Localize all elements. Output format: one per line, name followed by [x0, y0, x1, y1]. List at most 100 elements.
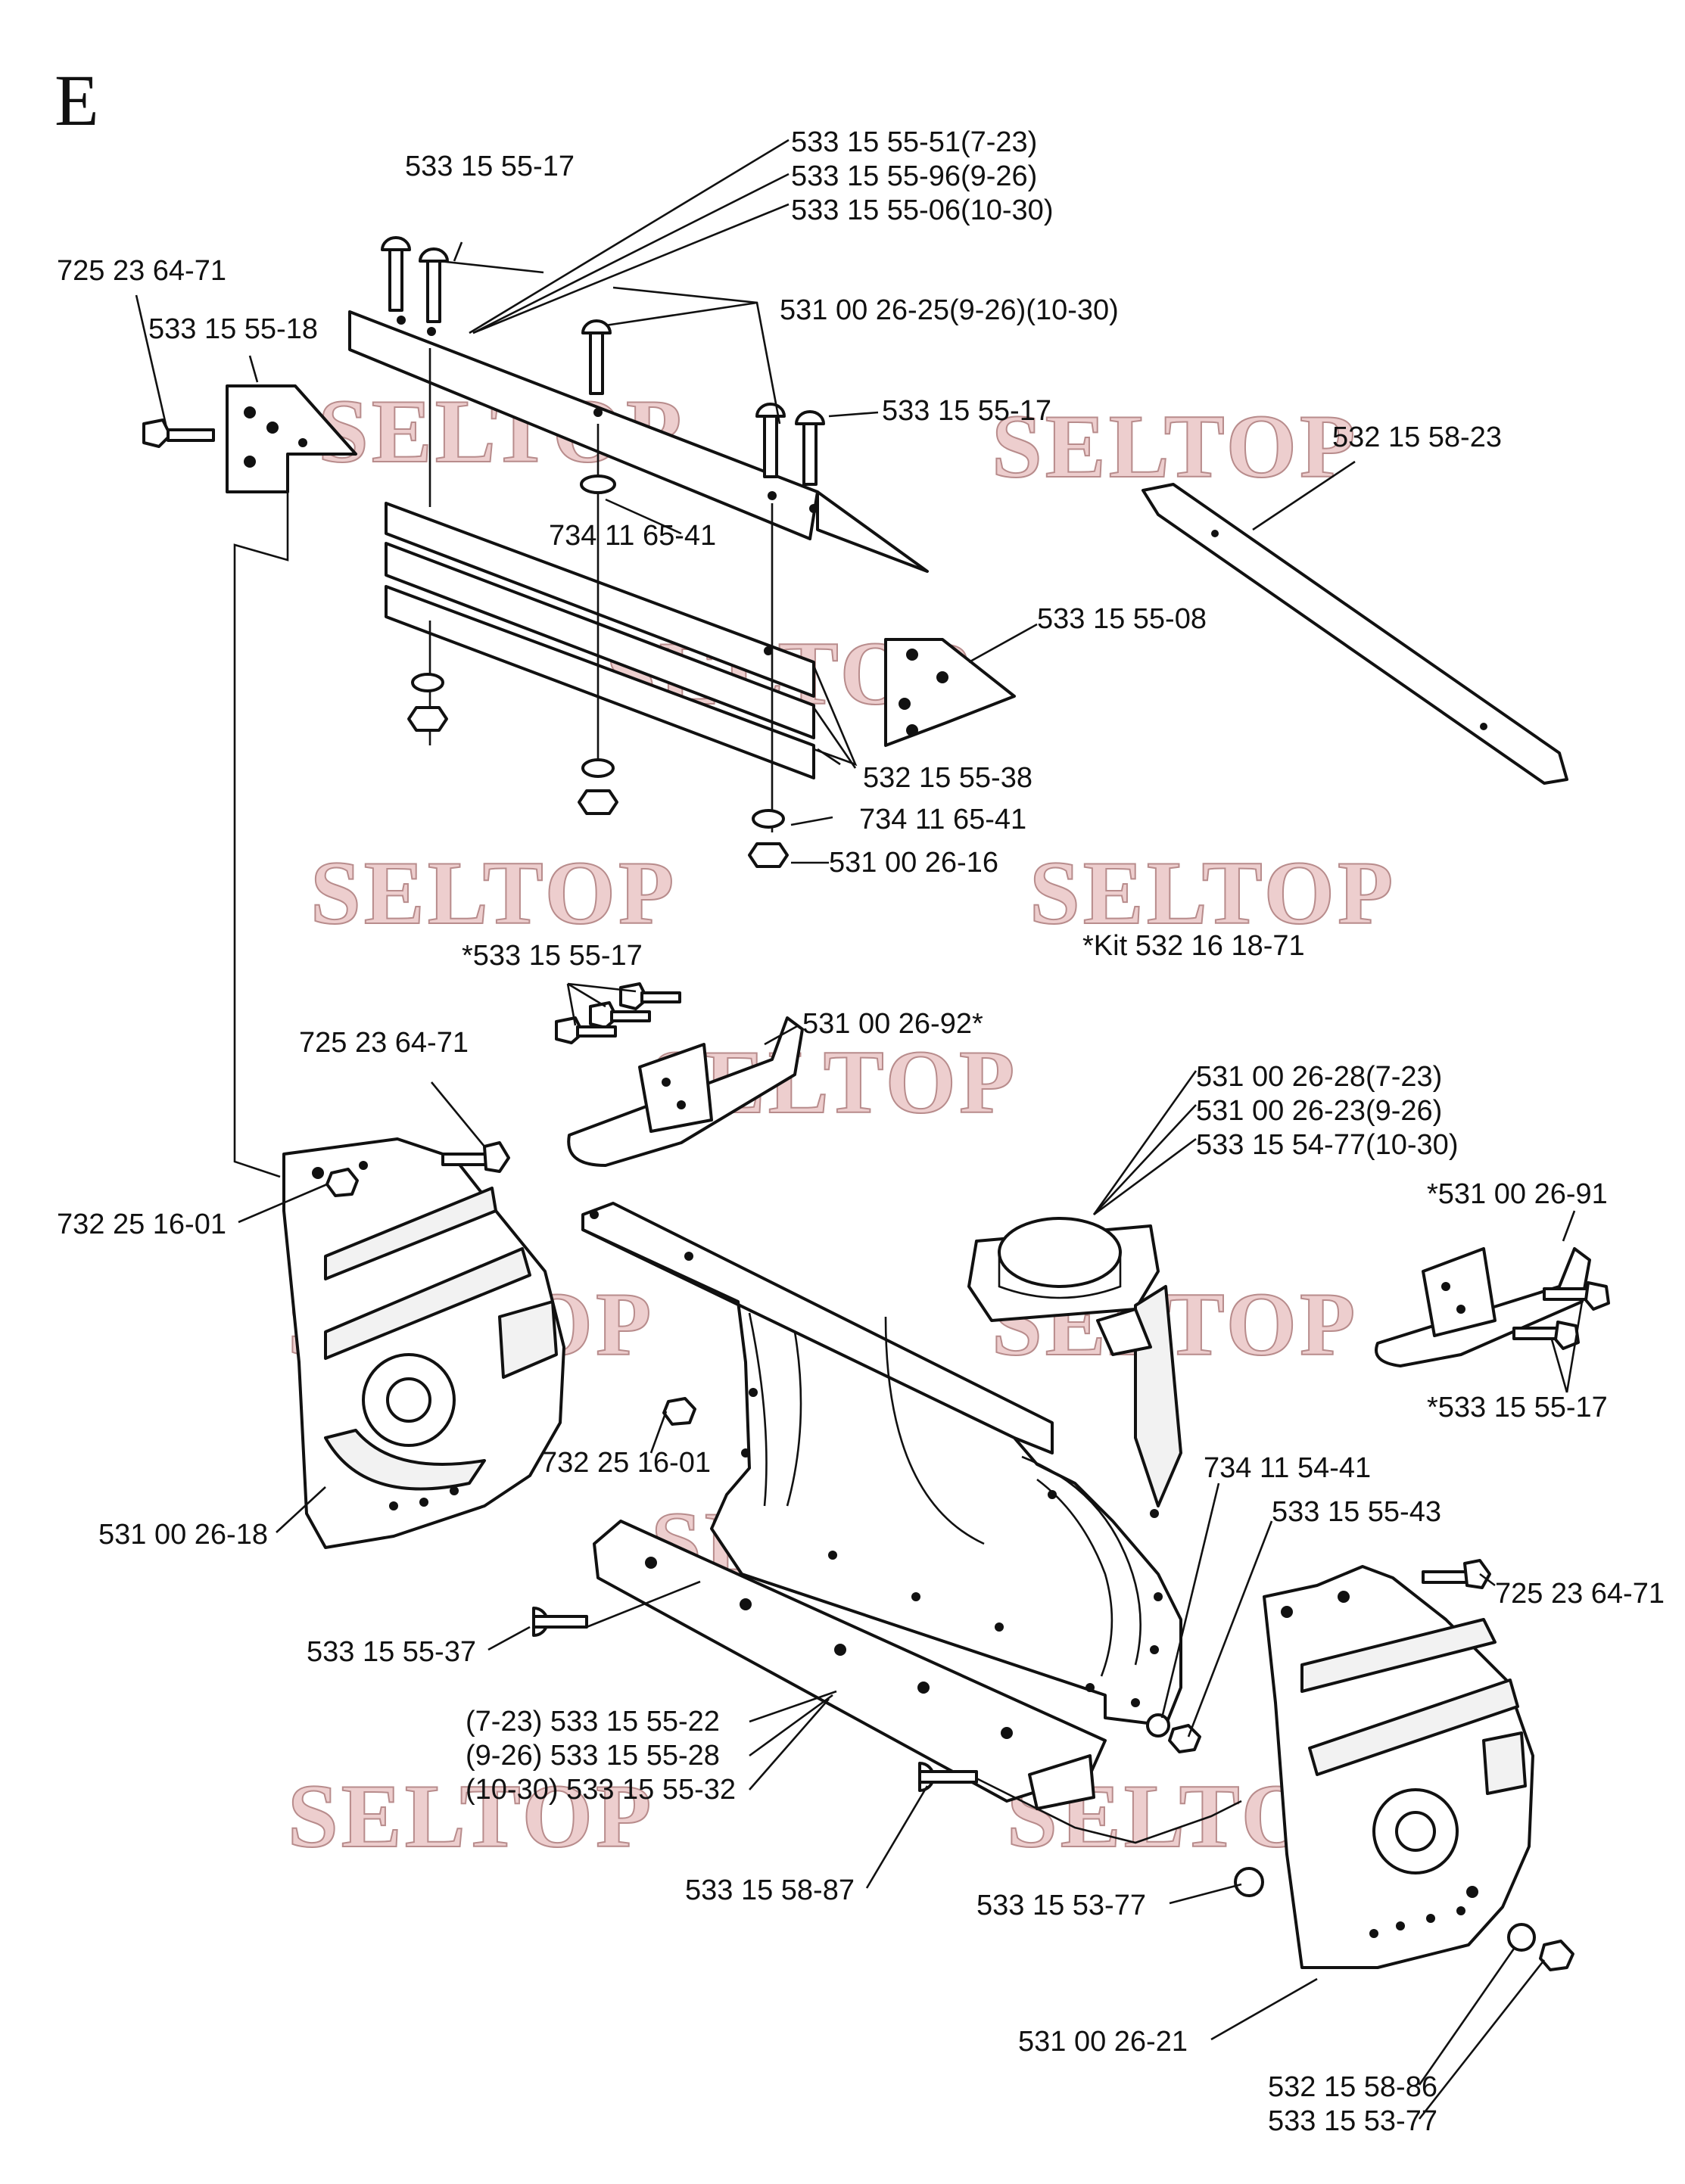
wear-bar-end [1028, 1754, 1095, 1810]
hex-bolt-icon [1512, 1321, 1580, 1350]
nut-icon [1539, 1940, 1574, 1971]
label-10-30-533-15-55-32: (10-30) 533 15 55-32 [466, 1774, 736, 1806]
right-corner-bracket [884, 638, 1016, 747]
left-side-plate [282, 1137, 565, 1549]
washer-icon [1234, 1867, 1264, 1897]
housing-curve [1036, 1478, 1113, 1677]
carriage-bolt-icon [795, 410, 825, 486]
carriage-bolt-icon [381, 236, 411, 312]
scraper-bar-end [816, 490, 929, 573]
nut-icon [662, 1397, 696, 1426]
label-533-15-55-18: 533 15 55-18 [148, 313, 318, 345]
label-532-15-58-23: 532 15 58-23 [1332, 422, 1502, 453]
hex-bolt-icon [589, 1001, 651, 1029]
label-531-00-26-91: *531 00 26-91 [1427, 1178, 1608, 1210]
label-533-15-54-77: 533 15 54-77(10-30) [1196, 1129, 1458, 1161]
carriage-bolt-icon [918, 1762, 978, 1792]
side-plate-slot [324, 1247, 531, 1360]
nut-icon [748, 842, 789, 868]
label-734-11-54-41: 734 11 54-41 [1204, 1452, 1371, 1484]
label-734-11-65-41: 734 11 65-41 [859, 804, 1026, 835]
washer-icon [581, 758, 615, 778]
label-531-00-26-16: 531 00 26-16 [829, 847, 998, 879]
housing-curve [1021, 1455, 1142, 1666]
spacer-plate-3 [385, 585, 815, 779]
washer-icon [1507, 1923, 1536, 1952]
label-533-15-55-37: 533 15 55-37 [307, 1636, 476, 1668]
nut-icon [578, 789, 618, 815]
label-533-15-53-77: 533 15 53-77 [976, 1890, 1146, 1921]
housing-curve [786, 1331, 802, 1507]
label-533-15-55-43: 533 15 55-43 [1272, 1496, 1441, 1528]
hole [397, 316, 406, 325]
label-533-15-55-96: 533 15 55-96(9-26) [791, 160, 1037, 192]
part-labels: 533 15 55-17 533 15 55-51(7-23) 533 15 5… [57, 126, 1665, 2137]
hole [768, 491, 777, 500]
washer-icon [1146, 1713, 1170, 1738]
label-7-23-533-15-55-22: (7-23) 533 15 55-22 [466, 1706, 720, 1738]
carriage-bolt-icon [755, 403, 786, 478]
hex-bolt-icon [142, 418, 215, 448]
label-725-23-64-71: 725 23 64-71 [57, 255, 226, 287]
label-533-15-55-51: 533 15 55-51(7-23) [791, 126, 1037, 158]
hole [427, 327, 436, 336]
hex-bolt-icon [441, 1141, 510, 1173]
label-732-25-16-01: 732 25 16-01 [57, 1209, 226, 1240]
chute-ring-side [998, 1252, 1122, 1299]
washer-icon [580, 474, 616, 494]
hole [764, 646, 773, 655]
label-533-15-55-17-star: *533 15 55-17 [462, 940, 643, 972]
spacer-plate-2 [385, 542, 815, 739]
washer-icon [411, 673, 444, 692]
left-corner-bracket [226, 384, 357, 493]
scraper-bar [348, 310, 819, 540]
label-533-15-55-17-star: *533 15 55-17 [1427, 1392, 1608, 1423]
chute-ring [998, 1217, 1122, 1288]
washer-icon [752, 809, 785, 829]
leader-lines [135, 138, 1584, 2120]
hole [593, 408, 603, 417]
label-531-00-26-21: 531 00 26-21 [1018, 2026, 1188, 2058]
skid-bolts-right [1512, 1281, 1610, 1350]
carriage-bolts-top [381, 236, 825, 486]
hex-bolt-icon [619, 982, 681, 1010]
skid-shoe-right [1375, 1247, 1591, 1367]
watermark: SELTOP [310, 842, 677, 943]
section-letter: E [55, 60, 99, 141]
label-532-15-58-86: 532 15 58-86 [1268, 2071, 1437, 2103]
label-533-15-55-08: 533 15 55-08 [1037, 603, 1207, 635]
side-plate-slot [324, 1187, 497, 1280]
skid-shoe-left [567, 1016, 804, 1167]
label-531-00-26-28: 531 00 26-28(7-23) [1196, 1061, 1442, 1093]
shave-plate [1142, 483, 1568, 785]
side-plate-slot [498, 1300, 558, 1379]
label-533-15-53-77: 533 15 53-77 [1268, 2105, 1437, 2137]
label-725-23-64-71: 725 23 64-71 [1495, 1578, 1665, 1610]
watermark: SELTOP [1029, 842, 1396, 943]
skid-bolts-left [555, 982, 681, 1044]
label-533-15-55-06: 533 15 55-06(10-30) [791, 194, 1053, 226]
side-plate-curve [324, 1429, 486, 1491]
auger-housing [581, 1202, 1182, 1727]
side-plate-slot [1482, 1731, 1527, 1795]
wear-bar [593, 1520, 1107, 1810]
label-531-00-26-92: 531 00 26-92* [802, 1008, 983, 1040]
hex-bolt-icon [1422, 1559, 1491, 1589]
side-plate-slot [1308, 1678, 1519, 1776]
label-533-15-55-17: 533 15 55-17 [882, 395, 1051, 427]
label-531-00-26-23: 531 00 26-23(9-26) [1196, 1095, 1442, 1127]
watermark: SELTOP [992, 396, 1358, 496]
scraper-bar-assembly [348, 310, 929, 832]
right-side-plate [1263, 1565, 1534, 1969]
carriage-bolt-icon [581, 319, 612, 395]
watermark: SELTOP [288, 1766, 654, 1866]
label-725-23-64-71: 725 23 64-71 [299, 1027, 469, 1059]
label-533-15-55-17: 533 15 55-17 [405, 151, 575, 182]
label-kit-532-16-18-71: *Kit 532 16 18-71 [1082, 930, 1305, 962]
hole [809, 504, 818, 513]
label-9-26-533-15-55-28: (9-26) 533 15 55-28 [466, 1740, 720, 1772]
nut-icon [407, 706, 448, 732]
label-734-11-65-41: 734 11 65-41 [549, 520, 716, 552]
carriage-bolt-icon [419, 247, 449, 323]
